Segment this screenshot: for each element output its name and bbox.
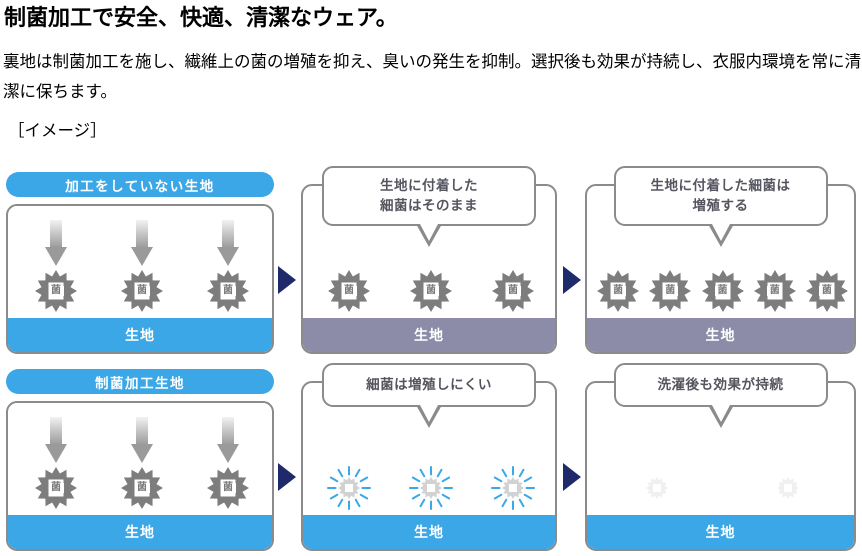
fabric-base-label: 生地 <box>587 318 854 352</box>
fabric-panel: 菌 菌 菌生地 <box>6 401 274 551</box>
fabric-panel: 菌 菌 菌生地 <box>6 204 274 354</box>
down-arrow-icon <box>217 417 239 463</box>
germ-label: 菌 <box>610 286 626 296</box>
germ-icon: 菌 <box>804 268 850 314</box>
fabric-panel-body: 菌菌菌菌菌 <box>587 186 854 318</box>
germ-label: 菌 <box>220 483 236 493</box>
germ-icon <box>765 465 811 511</box>
page-title: 制菌加工で安全、快適、清潔なウェア。 <box>4 6 398 31</box>
callout-bubble: 生地に付着した細菌はそのまま <box>322 166 536 247</box>
germ-label: 菌 <box>767 286 783 296</box>
fabric-panel-body <box>303 383 555 515</box>
callout-bubble: 洗濯後も効果が持続 <box>613 363 828 428</box>
germ-label: 菌 <box>819 286 835 296</box>
image-caption-note: ［イメージ］ <box>8 121 107 140</box>
germ-icon: 菌 <box>490 268 536 314</box>
germ-icon: 菌 <box>647 268 693 314</box>
down-arrow-icon <box>131 220 153 266</box>
germ-label: 菌 <box>341 286 357 296</box>
falling-bacteria-arrows <box>8 417 272 463</box>
callout-tail-inner <box>420 405 438 422</box>
germ-icon: 菌 <box>205 465 251 511</box>
germ-icon <box>490 465 536 511</box>
germ-icon <box>326 465 372 511</box>
callout-line: 増殖する <box>692 198 749 214</box>
fabric-base-label: 生地 <box>8 515 272 549</box>
bacteria-group <box>303 463 555 511</box>
germ-label: 菌 <box>48 483 64 493</box>
down-arrow-icon <box>45 417 67 463</box>
down-arrow-icon <box>45 220 67 266</box>
bacteria-group: 菌菌菌菌菌 <box>587 266 854 314</box>
fabric-base-label: 生地 <box>587 515 854 549</box>
diagram-row-untreated: 加工をしていない生地菌菌菌生地菌菌菌生地生地に付着した細菌はそのまま菌菌菌菌菌生… <box>0 166 862 354</box>
step-arrow-icon <box>563 266 581 294</box>
germ-icon: 菌 <box>119 268 165 314</box>
germ-icon: 菌 <box>119 465 165 511</box>
germ-icon: 菌 <box>33 465 79 511</box>
germ-label: 菌 <box>48 286 64 296</box>
fabric-base-label: 生地 <box>8 318 272 352</box>
diagram-panel-untreated-step-2: 菌 菌 菌生地 生地に付着した細菌はそのまま <box>301 166 557 354</box>
down-arrow-icon <box>131 417 153 463</box>
bacteria-group <box>587 463 854 511</box>
fabric-base-label: 生地 <box>303 318 555 352</box>
germ-icon: 菌 <box>205 268 251 314</box>
panel-title-pill: 加工をしていない生地 <box>6 172 274 197</box>
fabric-panel-body: 菌菌菌 <box>8 206 272 318</box>
diagram-panel-treated-step-1: 制菌加工生地菌 菌 菌生地 <box>6 363 274 551</box>
germ-icon: 菌 <box>752 268 798 314</box>
diagram-panel-untreated-step-3: 菌 菌 菌 菌 菌生地 生地に付着した細菌は増殖する <box>585 166 856 354</box>
germ-label: 菌 <box>505 286 521 296</box>
germ-icon <box>408 465 454 511</box>
callout-line: 細菌は増殖しにくい <box>366 377 492 393</box>
panel-title-pill: 制菌加工生地 <box>6 369 274 394</box>
callout-tail-inner <box>711 224 730 241</box>
callout-line: 生地に付着した <box>380 178 478 194</box>
germ-label: 菌 <box>423 286 439 296</box>
fabric-panel-body: 菌菌菌 <box>8 403 272 515</box>
fabric-panel-body: 菌菌菌 <box>303 186 555 318</box>
callout-line: 生地に付着した細菌は <box>650 178 791 194</box>
callout-line: 細菌はそのまま <box>380 198 478 214</box>
germ-icon: 菌 <box>408 268 454 314</box>
diagram-panel-treated-step-2: 生地 細菌は増殖しにくい <box>301 363 557 551</box>
falling-bacteria-arrows <box>8 220 272 266</box>
fabric-panel-body <box>587 383 854 515</box>
step-arrow-icon <box>563 463 581 491</box>
germ-label: 菌 <box>220 286 236 296</box>
germ-label: 菌 <box>134 286 150 296</box>
germ-icon: 菌 <box>33 268 79 314</box>
germ-icon: 菌 <box>595 268 641 314</box>
diagram-row-treated: 制菌加工生地菌菌菌生地生地細菌は増殖しにくい生地洗濯後も効果が持続 <box>0 363 862 551</box>
germ-icon: 菌 <box>700 268 746 314</box>
germ-label: 菌 <box>134 483 150 493</box>
diagram-panel-treated-step-3: 生地 洗濯後も効果が持続 <box>585 363 856 551</box>
step-arrow-icon <box>278 463 296 491</box>
down-arrow-icon <box>217 220 239 266</box>
antibacterial-process-diagram: 加工をしていない生地菌菌菌生地菌菌菌生地生地に付着した細菌はそのまま菌菌菌菌菌生… <box>0 160 862 556</box>
germ-icon: 菌 <box>326 268 372 314</box>
callout-bubble: 生地に付着した細菌は増殖する <box>613 166 828 247</box>
bacteria-group: 菌菌菌 <box>8 463 272 511</box>
callout-tail-inner <box>420 224 438 241</box>
bacteria-group: 菌菌菌 <box>8 266 272 314</box>
bacteria-group: 菌菌菌 <box>303 266 555 314</box>
callout-tail-inner <box>711 405 730 422</box>
description-text: 裏地は制菌加工を施し、繊維上の菌の増殖を抑え、臭いの発生を抑制。選択後も効果が持… <box>3 52 861 101</box>
germ-label: 菌 <box>662 286 678 296</box>
callout-bubble: 細菌は増殖しにくい <box>322 363 536 428</box>
fabric-base-label: 生地 <box>303 515 555 549</box>
germ-icon <box>634 465 680 511</box>
germ-label: 菌 <box>715 286 730 296</box>
callout-line: 洗濯後も効果が持続 <box>657 377 784 393</box>
diagram-panel-untreated-step-1: 加工をしていない生地菌 菌 菌生地 <box>6 166 274 354</box>
step-arrow-icon <box>278 266 296 294</box>
